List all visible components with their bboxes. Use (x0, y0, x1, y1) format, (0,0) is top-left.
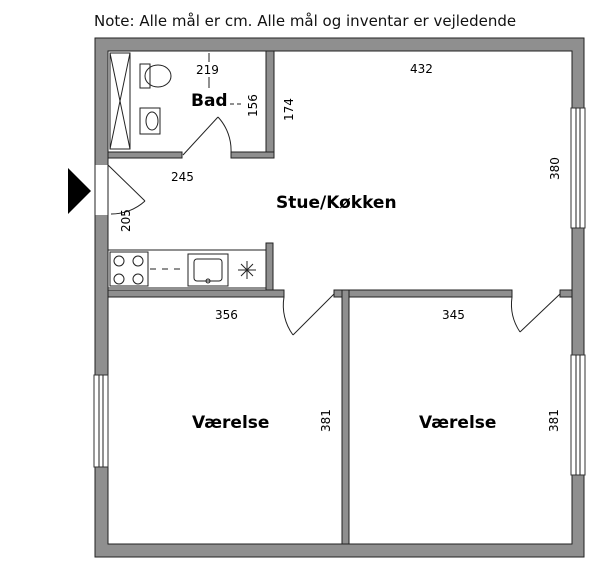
dim-entry: 205 (119, 209, 133, 232)
room-label-stue: Stue/Køkken (276, 193, 397, 213)
entrance-opening (94, 165, 109, 215)
dim-room-right-height: 381 (547, 409, 561, 432)
dim-bad-height: 156 (246, 94, 260, 117)
dim-hall-height: 174 (282, 98, 296, 121)
dim-stue-height: 380 (548, 157, 562, 180)
door-vaerelse-left (282, 293, 335, 336)
entrance-arrow-icon (68, 168, 91, 214)
dim-room-left-height: 381 (319, 409, 333, 432)
sink-icon (139, 107, 161, 135)
interior-wall-horizontal (107, 289, 573, 298)
dim-bad-width: 219 (196, 63, 219, 77)
window-vaerelse-right (570, 354, 586, 476)
shower-icon (109, 52, 131, 150)
kitchen-counter (107, 249, 268, 289)
dim-room-right-width: 345 (442, 308, 465, 322)
dim-stue-width: 432 (410, 62, 433, 76)
dim-room-left-width: 356 (215, 308, 238, 322)
note-text: Note: Alle mål er cm. Alle mål og invent… (94, 12, 516, 30)
stove-icon (109, 251, 149, 287)
dim-hall-width: 245 (171, 170, 194, 184)
interior-wall-vertical (341, 289, 350, 545)
window-vaerelse-left (93, 374, 109, 468)
bathroom-door (182, 116, 232, 156)
room-label-bad: Bad (191, 91, 228, 111)
room-label-vaerelse-left: Værelse (192, 413, 269, 433)
room-label-vaerelse-right: Værelse (419, 413, 496, 433)
kitchen-sink-icon (187, 253, 229, 287)
kitchen-wall-stub (265, 242, 274, 294)
entrance-door (107, 164, 146, 215)
window-stue (570, 107, 586, 229)
toilet-icon (139, 63, 172, 89)
bathroom-walls (107, 50, 275, 159)
ventilation-icon (238, 261, 256, 279)
door-vaerelse-right (511, 293, 561, 333)
